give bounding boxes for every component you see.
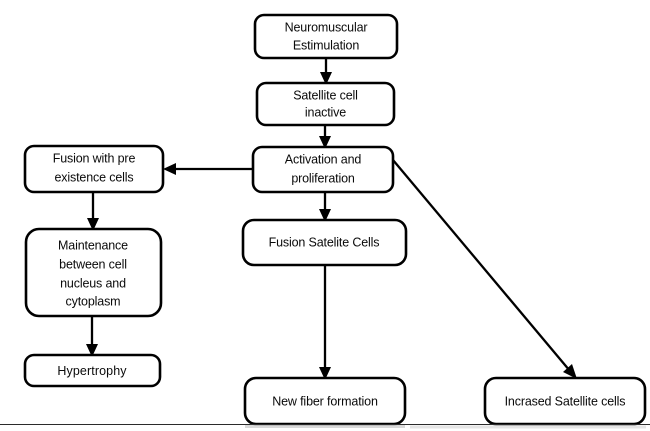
- node-fusion-satelite-cells[interactable]: Fusion Satelite Cells: [241, 218, 408, 267]
- node-label-line: Fusion Satelite Cells: [269, 235, 380, 249]
- node-box[interactable]: [251, 145, 395, 194]
- node-box[interactable]: [241, 218, 408, 267]
- edge-activation-to-fusion-pre-existence: [163, 163, 253, 175]
- node-fusion-with-pre-existence-cells[interactable]: Fusion with pre existence cells: [23, 144, 165, 194]
- node-new-fiber-formation[interactable]: New fiber formation: [243, 376, 407, 426]
- node-label-line: Hypertrophy: [57, 364, 127, 378]
- node-label-line: Maintenance: [58, 238, 128, 252]
- node-label-line: between cell: [59, 257, 127, 271]
- scan-smudge-artifact: [245, 425, 405, 428]
- node-label-line: existence cells: [54, 170, 133, 184]
- scan-smudge-artifact: [410, 425, 646, 429]
- node-label-line: New fiber formation: [272, 394, 378, 408]
- node-label-line: nucleus and: [60, 276, 126, 290]
- node-activation-and-proliferation[interactable]: Activation and proliferation: [251, 145, 395, 194]
- edge-fusion-pre-existence-to-maintenance: [87, 192, 99, 231]
- node-label-line: Neuromuscular: [285, 20, 368, 34]
- node-box[interactable]: [253, 13, 399, 60]
- node-box[interactable]: [255, 81, 396, 127]
- edge-maintenance-to-hypertrophy: [86, 316, 98, 357]
- scan-artifact-layer: [0, 423, 650, 429]
- edge-fusion-satelite-to-new-fiber: [319, 265, 331, 380]
- node-label-line: inactive: [305, 105, 346, 119]
- node-layer: Neuromuscular Estimulation Satellite cel…: [23, 13, 647, 426]
- node-label-line: Satellite cell: [293, 88, 358, 102]
- node-label-line: Incrased Satellite cells: [505, 394, 626, 408]
- node-label-line: proliferation: [291, 171, 355, 185]
- node-hypertrophy[interactable]: Hypertrophy: [23, 353, 162, 388]
- node-box[interactable]: [24, 227, 163, 318]
- node-label-line: cytoplasm: [66, 294, 121, 308]
- node-box[interactable]: [23, 353, 162, 388]
- edge-activation-to-fusion-satelite: [319, 192, 331, 222]
- node-neuromuscular-estimulation[interactable]: Neuromuscular Estimulation: [253, 13, 399, 60]
- edge-activation-to-incrased-satellite: [392, 159, 577, 379]
- edge-inactive-to-activation: [319, 125, 331, 149]
- edge-layer: [86, 58, 577, 380]
- node-satellite-cell-inactive[interactable]: Satellite cell inactive: [255, 81, 396, 127]
- node-maintenance-between-cell-nucleus-and-cytoplasm[interactable]: Maintenance between cell nucleus and cyt…: [24, 227, 163, 318]
- node-incrased-satellite-cells[interactable]: Incrased Satellite cells: [483, 376, 647, 426]
- node-box[interactable]: [23, 144, 165, 194]
- node-label-line: Activation and: [285, 152, 362, 166]
- edge-estimulation-to-inactive: [320, 58, 332, 85]
- node-label-line: Estimulation: [293, 38, 359, 52]
- node-label-line: Fusion with pre: [53, 151, 136, 165]
